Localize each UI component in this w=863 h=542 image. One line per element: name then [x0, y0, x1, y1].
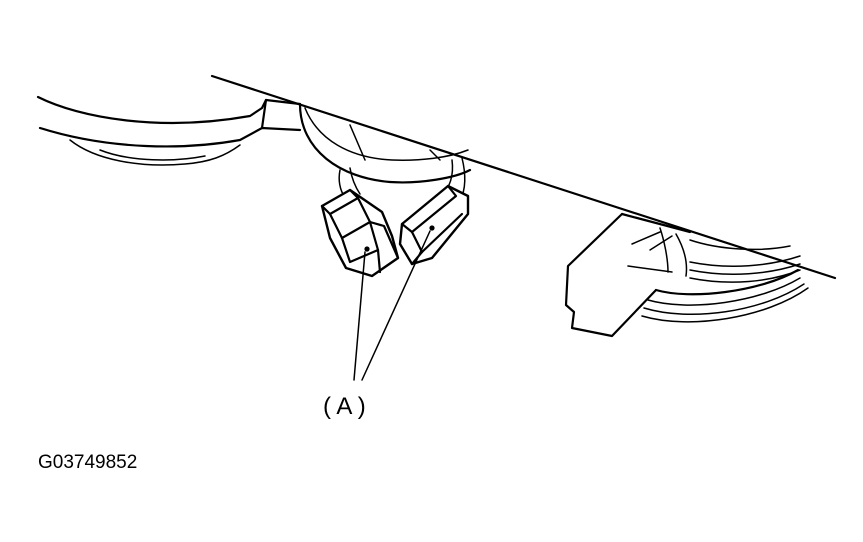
connector-right — [398, 184, 470, 266]
right-unit — [564, 212, 809, 338]
figure-id: G03749852 — [38, 452, 137, 473]
callout-label-a: ( A ) — [323, 393, 366, 420]
left-housing — [36, 95, 302, 166]
callout-leaders — [353, 230, 431, 381]
connector-left — [320, 188, 400, 278]
harness-grommet — [298, 102, 472, 184]
panel-edge — [210, 74, 837, 280]
